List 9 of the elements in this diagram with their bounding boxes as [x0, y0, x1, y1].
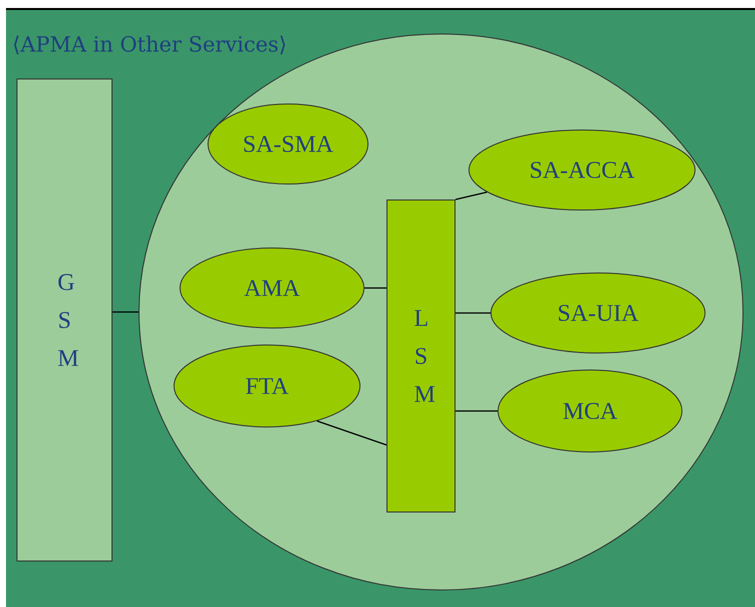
- connector-line: [456, 410, 498, 412]
- connector-line: [455, 192, 488, 200]
- connector-line: [316, 420, 387, 446]
- connector-line: [456, 312, 490, 314]
- connector-line: [364, 287, 386, 289]
- module-box: G S M: [16, 78, 112, 562]
- title-text: ⟨APMA in Other Services⟩: [14, 36, 285, 54]
- module-box: L S M: [386, 200, 456, 512]
- connector-line: [112, 311, 138, 313]
